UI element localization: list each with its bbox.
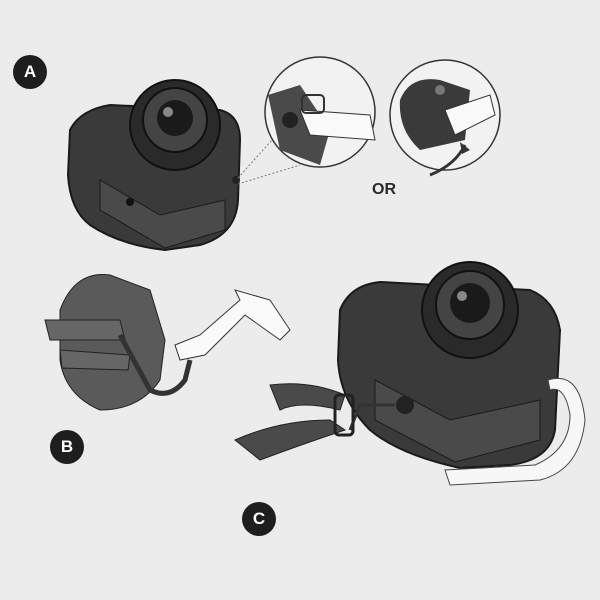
callout-line xyxy=(237,139,273,179)
inset-strap-loop xyxy=(264,56,376,168)
callout-line xyxy=(237,164,301,185)
camera-step-a xyxy=(66,79,242,252)
hand-holding-strap xyxy=(44,273,291,411)
step-a-badge: A xyxy=(13,55,47,89)
inset-strap-alternative xyxy=(389,59,501,177)
step-b-badge: B xyxy=(50,430,84,464)
step-c-badge: C xyxy=(242,502,276,536)
or-label: OR xyxy=(372,181,396,198)
camera-step-c xyxy=(234,261,586,486)
